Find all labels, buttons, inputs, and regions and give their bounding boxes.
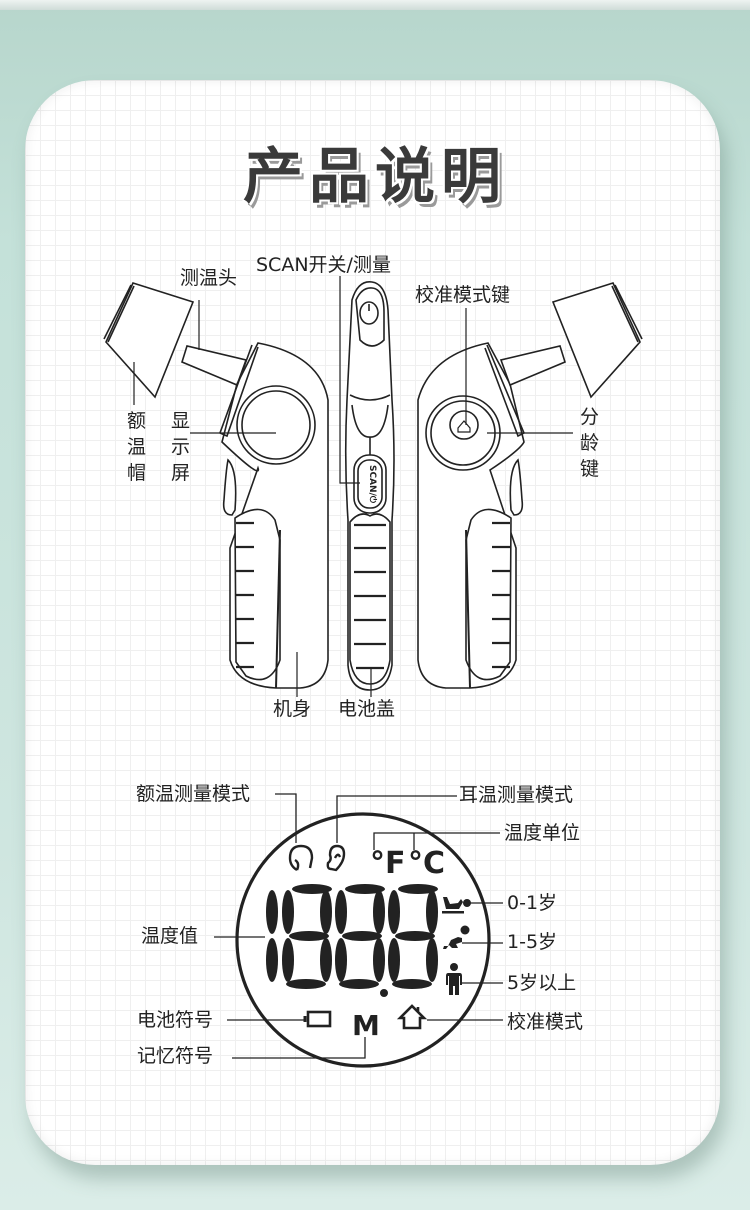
label-display: 显示屏	[171, 410, 191, 484]
page-title: 产品说明	[243, 142, 507, 212]
label-ear-mode: 耳温测量模式	[459, 784, 574, 806]
probe-right	[499, 345, 566, 387]
infant-icon	[442, 897, 471, 914]
label-scan-button: SCAN开关/测量	[256, 254, 391, 276]
label-probe: 测温头	[180, 267, 238, 289]
thermometer-center	[344, 281, 395, 691]
label-calibration-mode: 校准模式	[507, 1011, 584, 1033]
label-age-1-5: 1-5岁	[507, 931, 558, 953]
label-battery-symbol: 电池符号	[137, 1009, 214, 1031]
label-age-key: 分龄键	[580, 406, 600, 480]
toddler-icon	[443, 925, 470, 949]
temperature-segments	[266, 884, 438, 997]
label-calibration-key: 校准模式键	[415, 284, 511, 306]
label-temp-value: 温度值	[141, 925, 199, 947]
celsius-symbol: °C	[408, 846, 445, 881]
memory-symbol: M	[352, 1009, 380, 1042]
scan-button-text: SCAN/⏻	[367, 465, 378, 504]
ear-mode-icon	[326, 844, 346, 872]
label-temp-unit: 温度单位	[504, 822, 581, 844]
label-age-0-1: 0-1岁	[507, 892, 558, 914]
calibration-home-icon	[396, 1004, 428, 1030]
label-forehead-mode: 额温测量模式	[136, 783, 251, 805]
label-forehead-cap: 额温帽	[127, 410, 147, 484]
device-leader-lines	[133, 276, 573, 697]
thermometer-right	[417, 342, 526, 689]
label-battery-cover: 电池盖	[338, 698, 396, 720]
label-body: 机身	[273, 698, 312, 720]
child-icon	[446, 963, 462, 995]
forehead-mode-icon	[288, 844, 314, 872]
label-memory-symbol: 记忆符号	[137, 1045, 214, 1067]
battery-icon	[303, 1010, 332, 1028]
lcd-leader-lines	[214, 793, 503, 1059]
thermometer-left	[218, 342, 329, 689]
top-strip	[0, 0, 750, 10]
fahrenheit-symbol: °F	[370, 846, 406, 881]
forehead-cap-right	[551, 282, 643, 399]
label-age-5-plus: 5岁以上	[507, 972, 577, 994]
forehead-cap-left	[103, 282, 195, 399]
